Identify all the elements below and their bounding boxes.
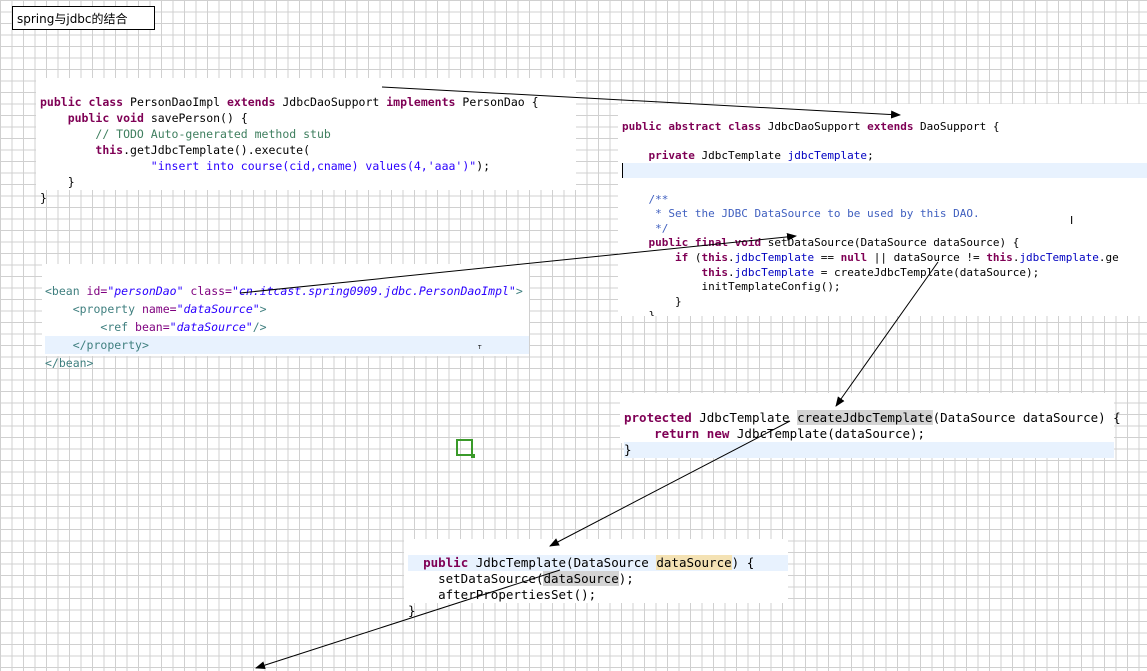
jdbc-template-constructor-code: public JdbcTemplate(DataSource dataSourc… [404, 539, 788, 618]
text-cursor-icon: Ι [1070, 214, 1074, 227]
code-line: </property> [45, 336, 529, 354]
code-line: public final void setDataSource(DataSour… [648, 236, 1020, 250]
code-line: if (this.jdbcTemplate == null || dataSou… [674, 250, 1119, 264]
code-line: initTemplateConfig(); [701, 280, 841, 294]
code-line: return new JdbcTemplate(dataSource); [654, 426, 926, 441]
current-line-highlight [622, 163, 1147, 178]
code-line: this.jdbcTemplate = createJdbcTemplate(d… [701, 265, 1040, 279]
code-line: } [40, 191, 47, 205]
code-line: <property name="dataSource"> [72, 302, 267, 316]
code-line: public JdbcTemplate(DataSource dataSourc… [408, 555, 788, 571]
code-line: setDataSource(dataSource); [438, 571, 634, 586]
highlighted-param: dataSource [656, 555, 732, 570]
spring-bean-config-xml: <bean id="personDao" class="cn.itcast.sp… [42, 264, 529, 370]
person-dao-impl-code: public class PersonDaoImpl extends JdbcD… [36, 78, 576, 205]
code-line: <ref bean="dataSource"/> [100, 320, 267, 334]
code-line: /** [648, 192, 669, 206]
code-line: private JdbcTemplate jdbcTemplate; [648, 148, 874, 162]
code-line: } [674, 294, 682, 308]
code-line: afterPropertiesSet(); [438, 587, 597, 602]
code-line: } [648, 309, 656, 316]
code-line: public void savePerson() { [67, 111, 248, 125]
code-line: <bean id="personDao" class="cn.itcast.sp… [45, 284, 523, 298]
diagram-title: spring与jdbc的结合 [12, 6, 155, 30]
code-line: */ [648, 221, 669, 235]
code-line: public class PersonDaoImpl extends JdbcD… [40, 95, 539, 109]
code-line: // TODO Auto-generated method stub [95, 127, 331, 141]
code-line: this.getJdbcTemplate().execute( [95, 143, 311, 157]
code-line: protected JdbcTemplate createJdbcTemplat… [624, 410, 1121, 425]
jdbc-dao-support-code: public abstract class JdbcDaoSupport ext… [618, 104, 1147, 316]
code-line: public abstract class JdbcDaoSupport ext… [622, 119, 1000, 133]
code-line: } [408, 603, 416, 618]
create-jdbc-template-code: protected JdbcTemplate createJdbcTemplat… [620, 393, 1121, 458]
code-line: </bean> [45, 356, 94, 370]
code-line: } [67, 175, 75, 189]
code-line: "insert into course(cid,cname) values(4,… [150, 159, 491, 173]
caret-marker-icon: ᵀ [478, 345, 482, 355]
code-line: * Set the JDBC DataSource to be used by … [648, 207, 980, 221]
highlighted-method-name: createJdbcTemplate [797, 410, 933, 425]
code-line: } [624, 442, 1114, 458]
selection-handle[interactable] [456, 439, 475, 458]
